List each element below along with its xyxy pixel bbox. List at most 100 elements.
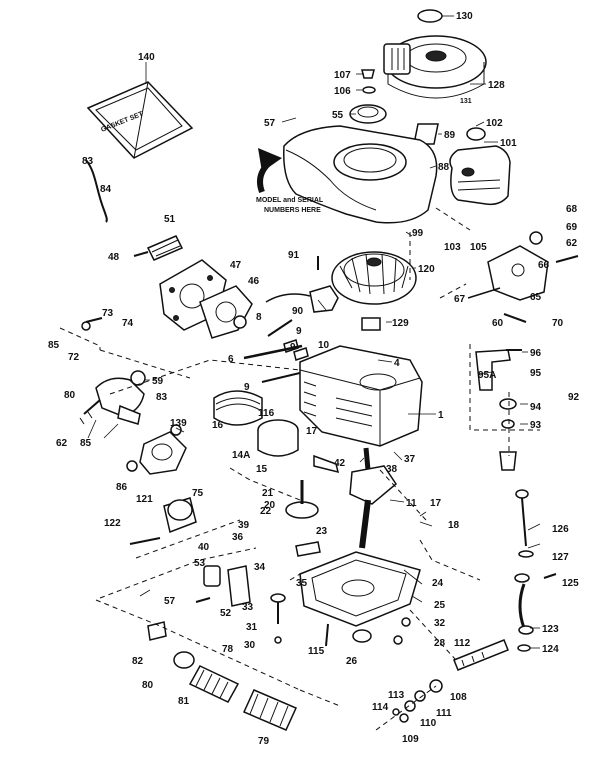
pto-shaft [453, 639, 509, 671]
washer-93 [501, 419, 515, 429]
filter-cartridge [188, 665, 240, 703]
fuel-bowl [499, 451, 517, 471]
callout-90: 90 [292, 306, 304, 317]
pre-cleaner [243, 689, 297, 731]
intake-assembly [79, 370, 146, 425]
callout-9-mid: 9 [290, 342, 296, 353]
flywheel [331, 251, 417, 305]
callout-labels: 130 140 107 106 128 131 57 55 102 101 89… [48, 11, 580, 747]
callout-99: 99 [412, 228, 424, 239]
dashed-guides [59, 207, 540, 731]
muffler [449, 145, 511, 206]
callout-81: 81 [178, 696, 190, 707]
breather-tube [85, 159, 108, 223]
callout-28: 28 [434, 638, 446, 649]
callout-48: 48 [108, 252, 120, 263]
callout-72: 72 [68, 352, 80, 363]
callout-38: 38 [386, 464, 398, 475]
dipstick [514, 489, 534, 652]
callout-40: 40 [198, 542, 210, 553]
part-111 [414, 690, 426, 702]
callout-31: 31 [246, 622, 258, 633]
callout-106: 106 [334, 86, 351, 97]
carburetor [139, 424, 187, 475]
callout-17-right: 17 [430, 498, 442, 509]
callout-125: 125 [562, 578, 579, 589]
air-cleaner [163, 497, 197, 534]
callout-21: 21 [262, 488, 274, 499]
ignition-coil [309, 285, 339, 313]
model-serial-note-line2: NUMBERS HERE [264, 207, 321, 214]
decal-89 [413, 123, 439, 145]
callout-39: 39 [238, 520, 250, 531]
callout-51: 51 [164, 214, 176, 225]
bolt-86 [126, 460, 138, 472]
callout-52: 52 [220, 608, 232, 619]
callout-111: 111 [436, 708, 452, 719]
callout-110: 110 [420, 718, 437, 729]
spring-66 [503, 313, 527, 323]
callout-42: 42 [334, 458, 346, 469]
callout-84: 84 [100, 184, 112, 195]
part-30 [274, 636, 282, 644]
callout-85-left: 85 [48, 340, 60, 351]
parts-artwork: GASKET SET [79, 9, 579, 731]
callout-70: 70 [552, 318, 564, 329]
bolt-107 [361, 69, 375, 79]
washer-106 [362, 86, 376, 94]
callout-15: 15 [256, 464, 268, 475]
callout-10: 10 [318, 340, 330, 351]
starter-cap [417, 9, 443, 23]
callout-122: 122 [104, 518, 121, 529]
callout-85-mid: 85 [80, 438, 92, 449]
part-82 [147, 621, 167, 641]
callout-79: 79 [258, 736, 270, 747]
callout-66-top: 66 [538, 260, 550, 271]
model-serial-note-line1: MODEL and SERIAL [256, 197, 324, 204]
connecting-rod [313, 454, 340, 474]
callout-24: 24 [432, 578, 444, 589]
callout-88: 88 [438, 162, 450, 173]
washer-68 [529, 231, 543, 245]
callout-78: 78 [222, 644, 234, 655]
callout-47: 47 [230, 260, 242, 271]
callout-35: 35 [296, 578, 308, 589]
part-32 [401, 617, 411, 627]
flywheel-nut [361, 317, 381, 331]
cam-gear [285, 501, 319, 519]
callout-121: 121 [136, 494, 153, 505]
callout-9-low: 9 [244, 382, 250, 393]
callout-32: 32 [434, 618, 446, 629]
seal-26 [352, 629, 372, 643]
callout-108: 108 [450, 692, 467, 703]
link-73 [85, 317, 103, 323]
callout-83-mid: 83 [156, 392, 168, 403]
callout-89: 89 [444, 130, 456, 141]
callout-130: 130 [456, 11, 473, 22]
callout-16: 16 [212, 420, 224, 431]
callout-9-top: 9 [296, 326, 302, 337]
callout-34: 34 [254, 562, 266, 573]
rewind-starter [383, 35, 487, 99]
callout-37: 37 [404, 454, 416, 465]
leader-lines [87, 15, 541, 649]
spark-plug [133, 235, 184, 261]
callout-65: 65 [530, 292, 542, 303]
callout-139: 139 [170, 418, 187, 429]
callout-74: 74 [122, 318, 134, 329]
callout-82: 82 [132, 656, 144, 667]
callout-11: 11 [406, 498, 417, 509]
callout-116: 116 [258, 408, 275, 419]
tappet-23 [295, 541, 321, 557]
callout-68: 68 [566, 204, 578, 215]
washer-94 [499, 398, 517, 410]
part-33 [270, 593, 286, 603]
callout-112: 112 [454, 638, 471, 649]
callout-128: 128 [488, 80, 505, 91]
model-serial-arrow [257, 148, 282, 194]
callout-94: 94 [530, 402, 542, 413]
piston-rings [213, 390, 263, 426]
callout-109: 109 [402, 734, 419, 745]
crankshaft [349, 447, 397, 549]
